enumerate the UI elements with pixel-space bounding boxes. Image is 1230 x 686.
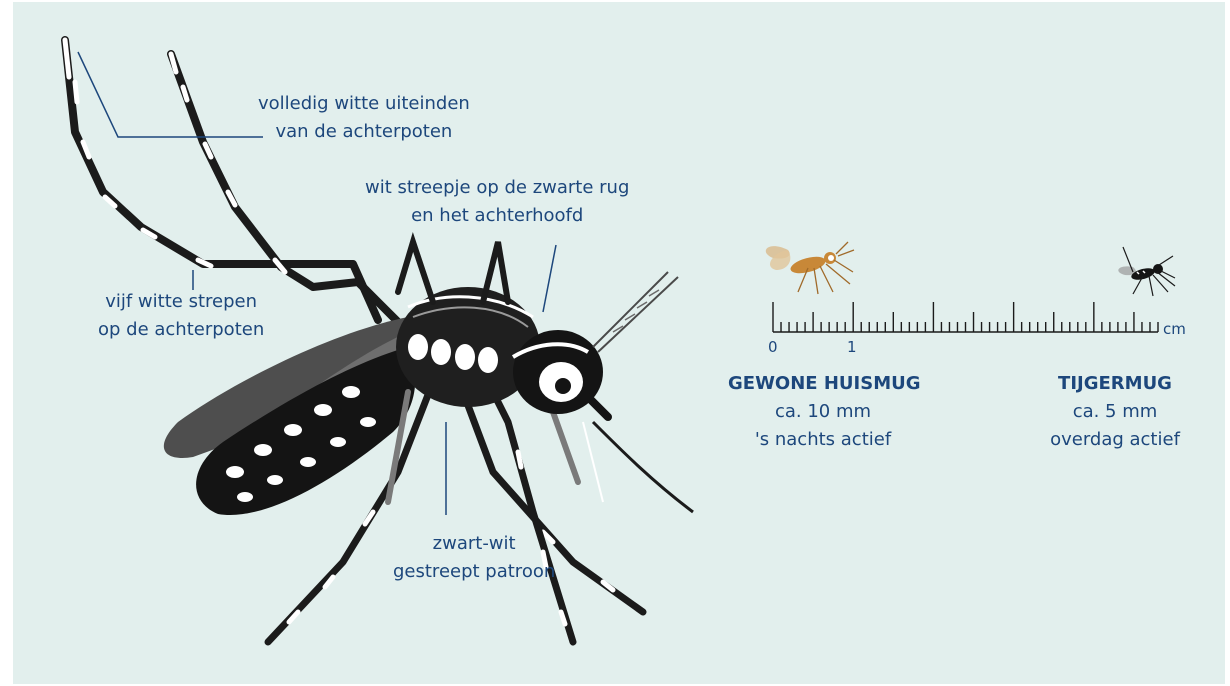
leader-leg-tips bbox=[78, 52, 263, 137]
tiger-mosquito-info: TIJGERMUG ca. 5 mm overdag actief bbox=[1035, 370, 1195, 454]
house-mosquito-name: GEWONE HUISMUG bbox=[728, 370, 918, 398]
tiger-mosquito-activity: overdag actief bbox=[1035, 426, 1195, 454]
house-mosquito-size: ca. 10 mm bbox=[728, 398, 918, 426]
tiger-mosquito-size: ca. 5 mm bbox=[1035, 398, 1195, 426]
ruler-label-one: 1 bbox=[847, 338, 857, 356]
head bbox=[513, 272, 693, 512]
ruler bbox=[773, 302, 1158, 332]
ruler-label-zero: 0 bbox=[768, 338, 778, 356]
house-mosquito-info: GEWONE HUISMUG ca. 10 mm 's nachts actie… bbox=[728, 370, 918, 454]
label-white-stripe-back: wit streepje op de zwarte rug en het ach… bbox=[365, 174, 629, 230]
label-five-white-stripes: vijf witte strepen op de achterpoten bbox=[98, 288, 264, 344]
ruler-unit: cm bbox=[1163, 320, 1186, 338]
infographic-panel: volledig witte uiteinden van de achterpo… bbox=[13, 2, 1225, 684]
label-black-white-pattern: zwart-wit gestreept patroon bbox=[393, 530, 555, 586]
leader-back-stripe bbox=[543, 245, 556, 312]
label-white-leg-tips: volledig witte uiteinden van de achterpo… bbox=[258, 90, 470, 146]
house-mosquito-activity: 's nachts actief bbox=[728, 426, 918, 454]
house-mosquito-icon bbox=[766, 242, 854, 294]
tiger-mosquito-icon bbox=[1118, 247, 1175, 296]
tiger-mosquito-name: TIJGERMUG bbox=[1035, 370, 1195, 398]
